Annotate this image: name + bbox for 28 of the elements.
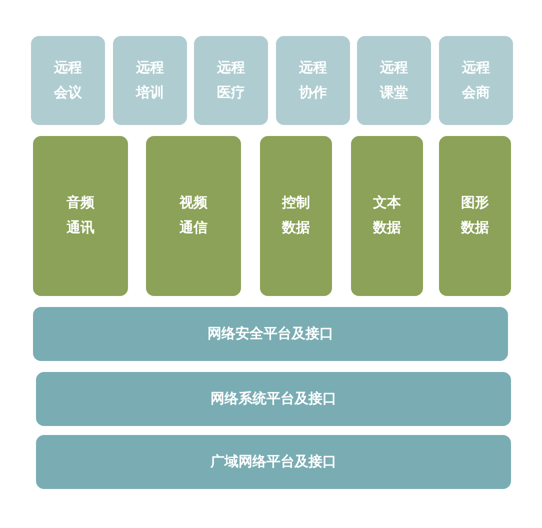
box-label: 远程课堂: [379, 58, 409, 102]
box-label: 网络安全平台及接口: [208, 324, 334, 344]
box-label: 控制数据: [281, 194, 311, 238]
box-label: 视频通信: [178, 194, 208, 238]
data-type-box: [351, 136, 423, 296]
platform-layer-bar: [36, 435, 511, 489]
service-tile: [31, 36, 105, 125]
platform-layer-bar: [36, 372, 511, 426]
box-label: 远程会商: [461, 58, 491, 102]
data-type-box: [260, 136, 332, 296]
box-label: 网络系统平台及接口: [210, 390, 336, 408]
service-tile: [113, 36, 187, 125]
data-type-box: [439, 136, 511, 296]
box-label: 远程医疗: [216, 58, 246, 102]
box-label: 文本数据: [372, 194, 402, 238]
service-tile: [439, 36, 513, 125]
data-type-box: [33, 136, 128, 296]
box-label: 远程培训: [135, 58, 165, 102]
platform-layer-bar: [33, 307, 508, 361]
box-label: 音频通讯: [66, 194, 96, 238]
data-type-box: [146, 136, 241, 296]
service-tile: [357, 36, 431, 125]
box-label: 广域网络平台及接口: [210, 452, 336, 472]
box-label: 远程会议: [53, 58, 83, 102]
service-tile: [194, 36, 268, 125]
box-label: 远程协作: [298, 58, 328, 102]
box-label: 图形数据: [460, 194, 490, 238]
service-tile: [276, 36, 350, 125]
